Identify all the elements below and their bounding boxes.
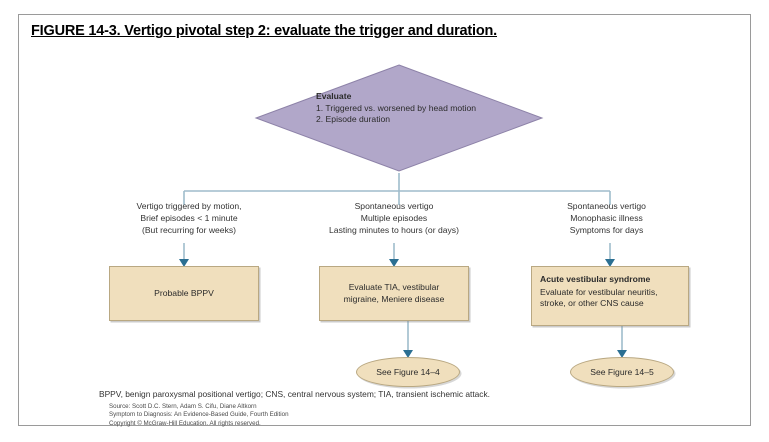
terminal-oval-figure-14-4-label: See Figure 14–4: [376, 367, 440, 377]
caption-middle-line-2: Multiple episodes: [360, 212, 428, 223]
caption-left-line-2: Brief episodes < 1 minute: [140, 212, 238, 223]
pivot-node-text: Evaluate 1. Triggered vs. worsened by he…: [316, 91, 531, 126]
caption-middle-line-3: Lasting minutes to hours (or days): [329, 224, 459, 235]
caption-right-line-1: Spontaneous vertigo: [567, 201, 646, 211]
outcome-box-acute-vestibular-syndrome: Acute vestibular syndrome Evaluate for v…: [531, 266, 689, 326]
source-line-3: Copyright © McGraw-Hill Education. All r…: [109, 419, 261, 427]
caption-right-line-3: Symptoms for days: [569, 224, 644, 235]
pivot-item-2: 2. Episode duration: [316, 114, 391, 124]
outcome-box-tia-line-1: Evaluate TIA, vestibular: [348, 282, 440, 292]
pivot-item-1: 1. Triggered vs. worsened by head motion: [316, 102, 477, 113]
outcome-box-tia: Evaluate TIA, vestibular migraine, Menie…: [319, 266, 469, 321]
connector-lines: [179, 173, 627, 358]
figure-frame: FIGURE 14-3. Vertigo pivotal step 2: eva…: [18, 14, 752, 427]
outcome-box-tia-line-2: migraine, Meniere disease: [343, 293, 445, 304]
terminal-oval-figure-14-4[interactable]: See Figure 14–4: [356, 357, 460, 387]
branch-caption-right: Spontaneous vertigo Monophasic illness S…: [474, 201, 739, 236]
pivot-diamond-node: Evaluate 1. Triggered vs. worsened by he…: [254, 63, 544, 173]
branch-caption-middle: Spontaneous vertigo Multiple episodes La…: [249, 201, 539, 236]
source-line-1: Source: Scott D.C. Stern, Adam S. Cifu, …: [109, 403, 257, 410]
outcome-box-tia-text: Evaluate TIA, vestibular migraine, Menie…: [344, 282, 445, 305]
flowchart-diagram: Evaluate 1. Triggered vs. worsened by he…: [19, 15, 752, 427]
outcome-box-avs-line-2: stroke, or other CNS cause: [540, 298, 644, 308]
outcome-box-bppv: Probable BPPV: [109, 266, 259, 321]
abbreviations-legend: BPPV, benign paroxysmal positional verti…: [99, 389, 491, 399]
outcome-box-avs-line-1: Evaluate for vestibular neuritis,: [540, 286, 658, 297]
terminal-oval-figure-14-5-label: See Figure 14–5: [590, 367, 654, 377]
caption-left-line-1: Vertigo triggered by motion,: [136, 201, 242, 211]
caption-left-line-3: (But recurring for weeks): [141, 224, 237, 235]
branch-caption-left: Vertigo triggered by motion, Brief episo…: [59, 201, 319, 236]
terminal-oval-figure-14-5[interactable]: See Figure 14–5: [570, 357, 674, 387]
outcome-box-bppv-label: Probable BPPV: [154, 287, 214, 298]
pivot-heading: Evaluate: [316, 91, 352, 101]
outcome-box-avs-heading: Acute vestibular syndrome: [540, 274, 651, 284]
figure-title: FIGURE 14-3. Vertigo pivotal step 2: eva…: [31, 23, 498, 39]
caption-middle-line-1: Spontaneous vertigo: [354, 201, 434, 211]
source-credit-block: Source: Scott D.C. Stern, Adam S. Cifu, …: [109, 403, 289, 428]
source-line-2: Symptom to Diagnosis: An Evidence-Based …: [109, 411, 289, 419]
caption-right-line-2: Monophasic illness: [570, 212, 643, 223]
